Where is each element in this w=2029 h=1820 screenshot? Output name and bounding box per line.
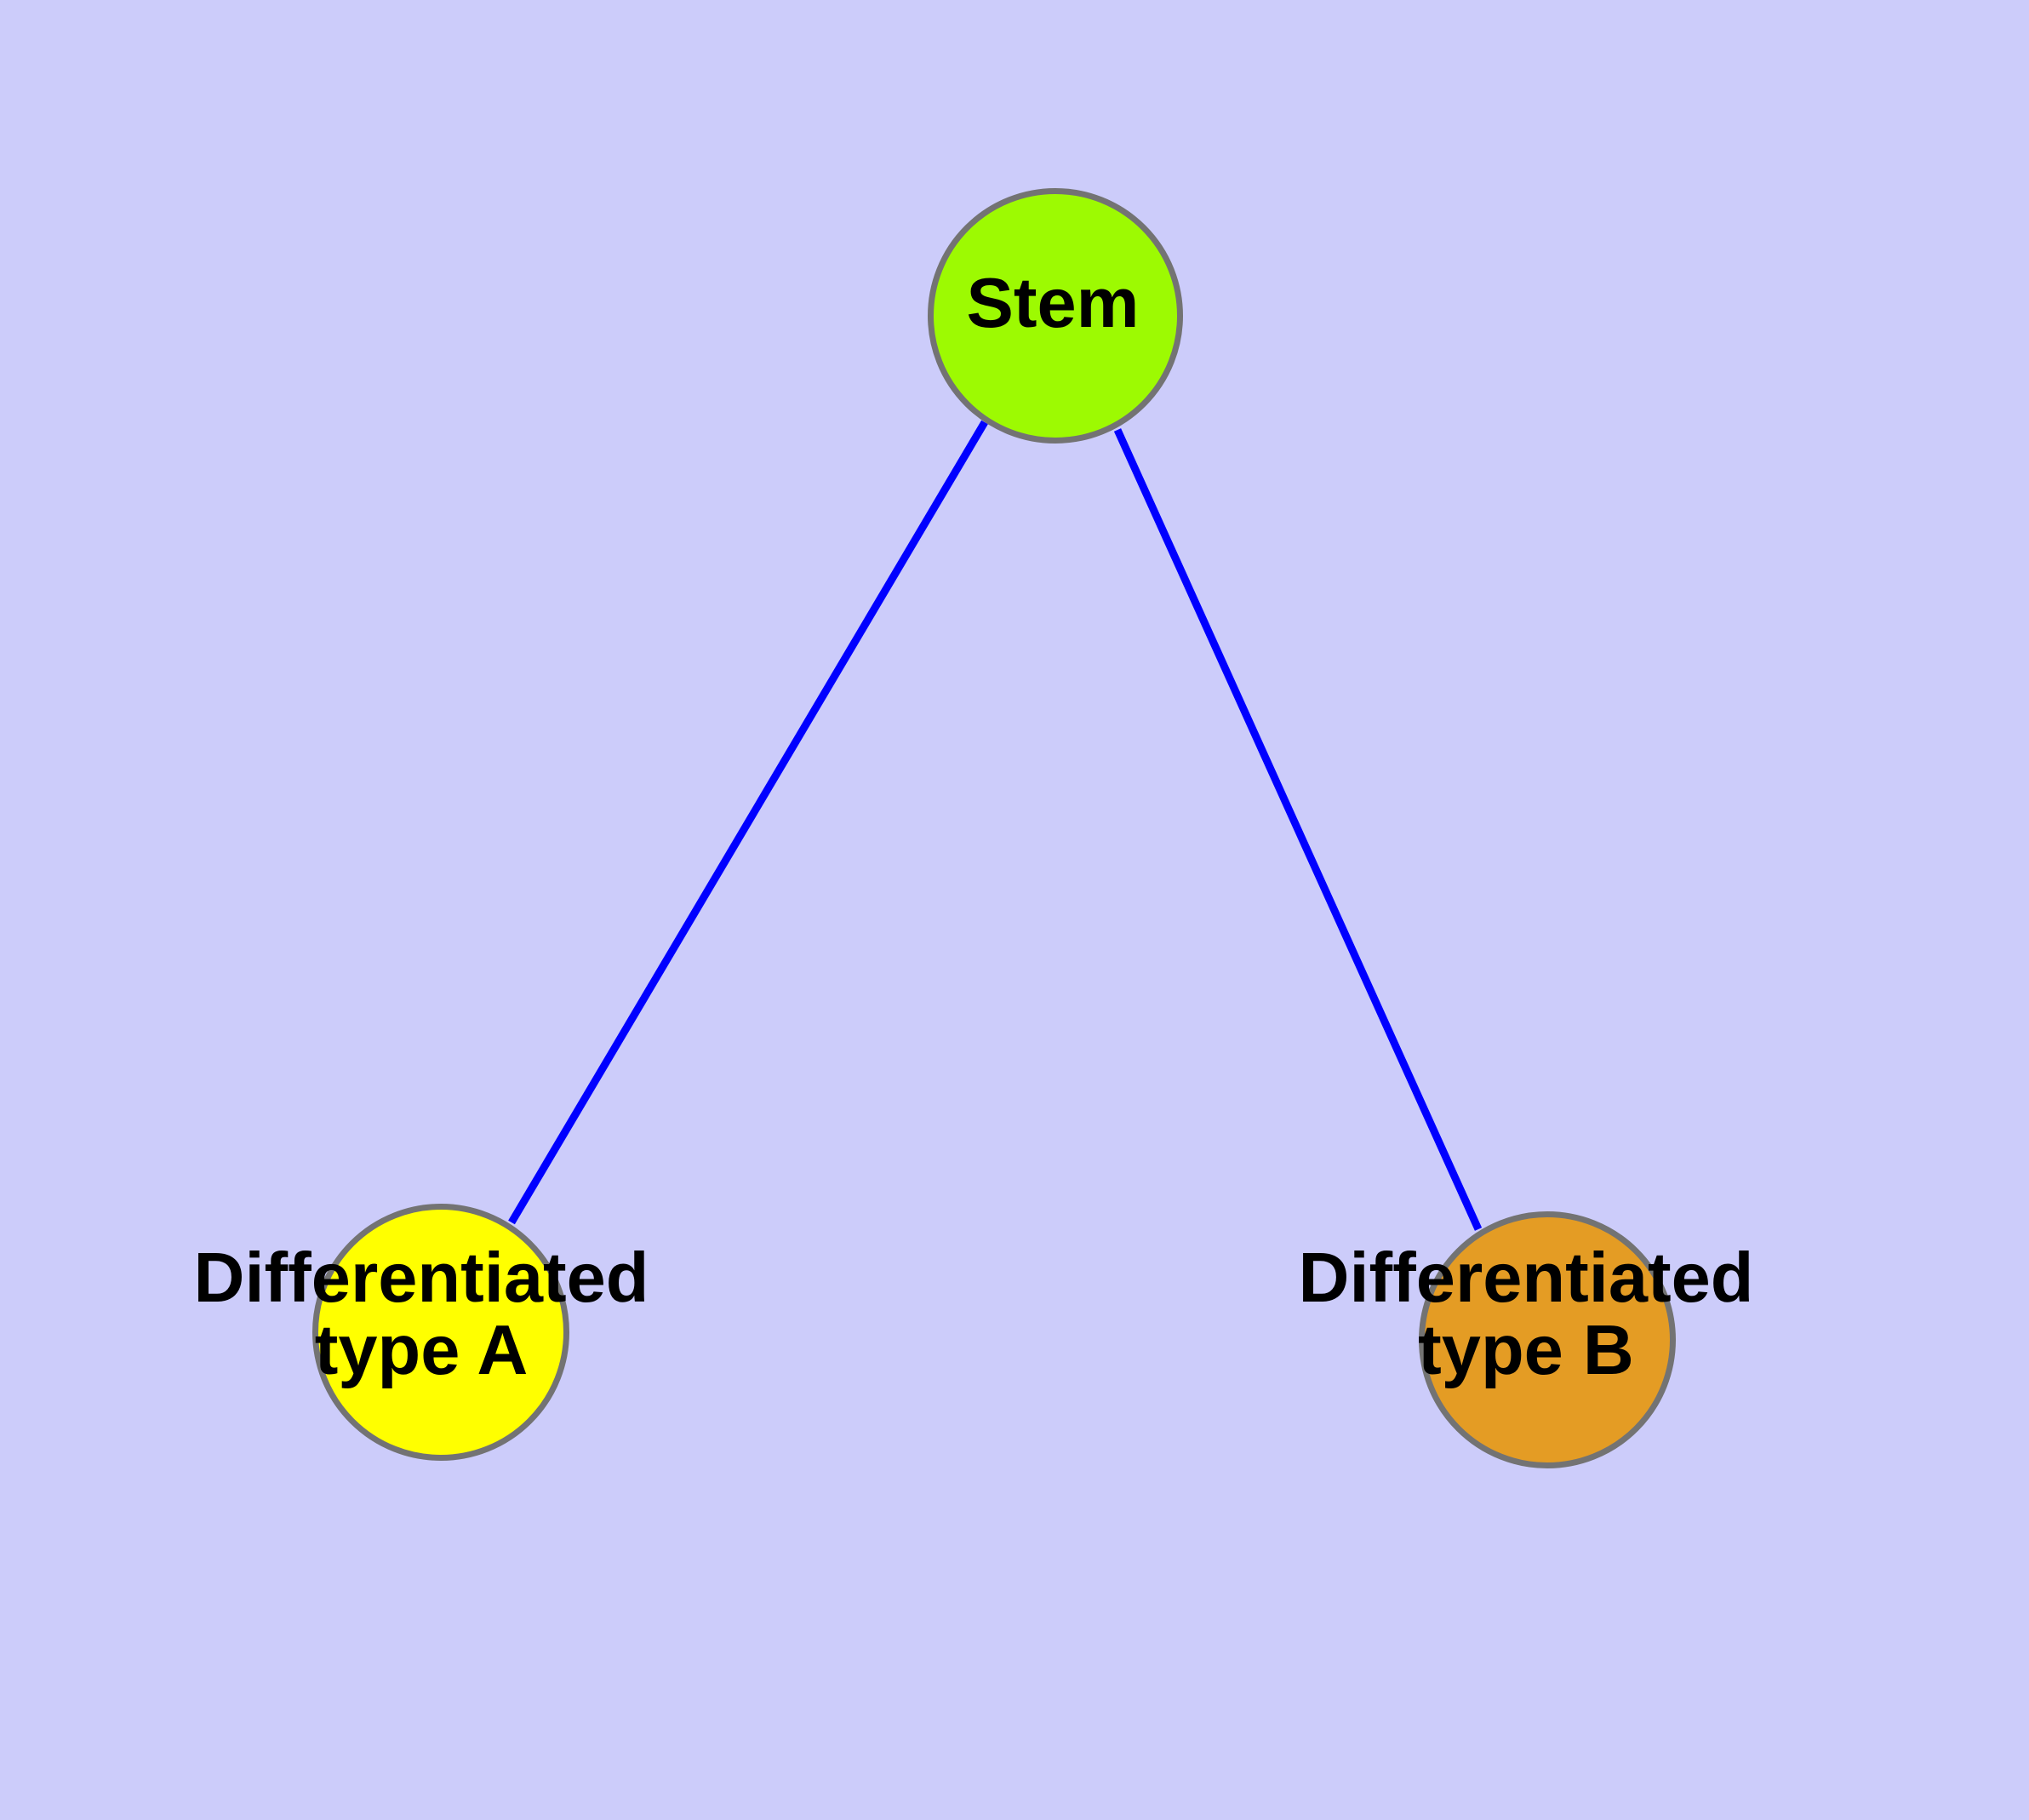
node-differentiated-type-a[interactable] [312,1204,569,1461]
edge-stem-to-diff-a[interactable] [508,420,988,1225]
edge-layer [508,420,1483,1231]
edge-stem-to-diff-b[interactable] [1113,428,1483,1231]
node-differentiated-type-b[interactable] [1419,1211,1676,1468]
node-layer [312,188,1676,1468]
node-stem[interactable] [928,188,1183,444]
